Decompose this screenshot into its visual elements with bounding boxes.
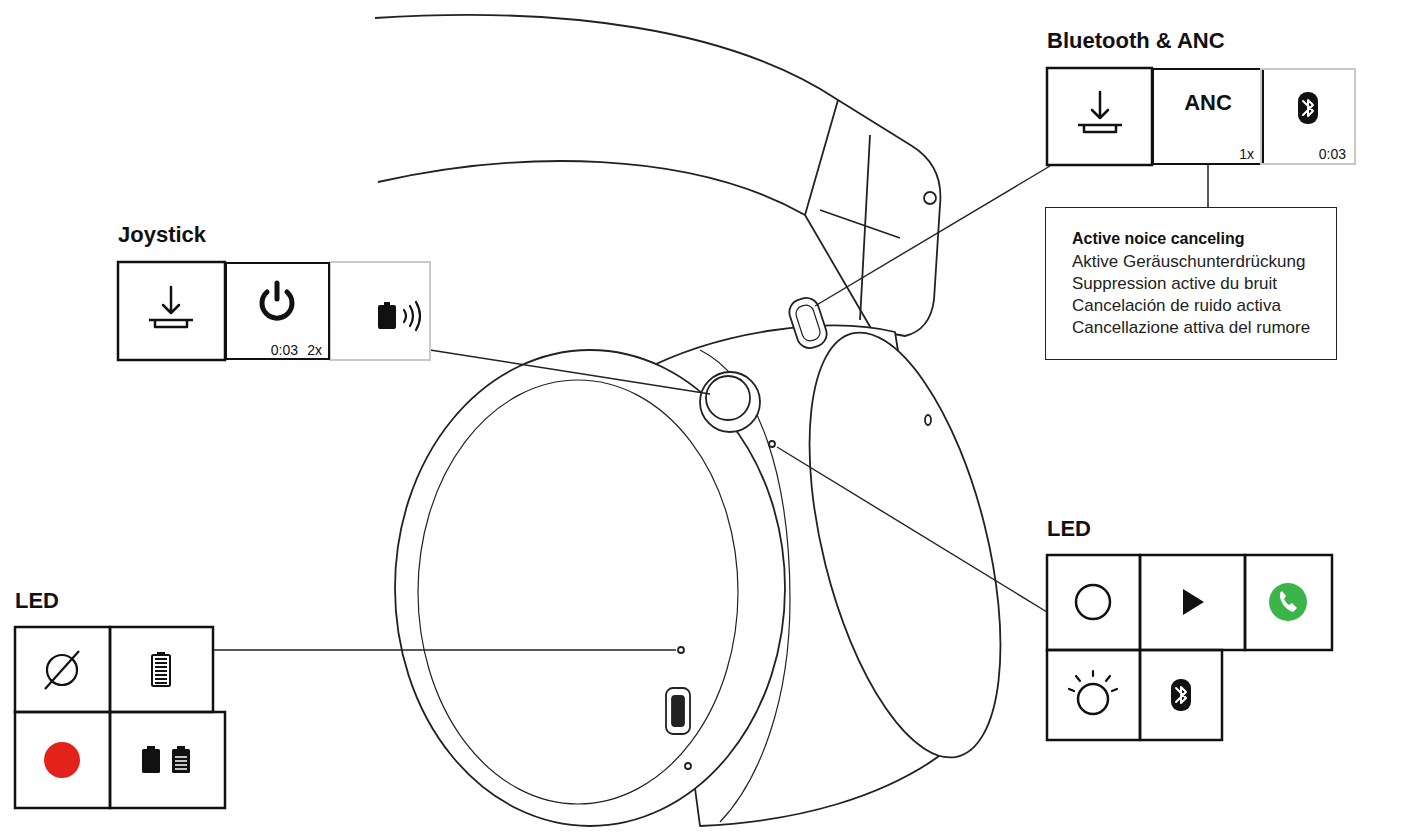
leader-lines	[213, 166, 1050, 650]
play-icon	[1183, 589, 1204, 615]
power-icon	[262, 283, 292, 318]
box-heading: Active noice canceling	[1072, 228, 1310, 250]
control-table: Bluetooth & ANC ANC 1x 0:03	[1047, 28, 1356, 165]
battery-full-icon	[152, 652, 170, 686]
table-cell	[1047, 650, 1140, 740]
table-cell	[1047, 68, 1152, 165]
translation-line: Suppression active du bruit	[1072, 273, 1310, 295]
leader-line	[430, 350, 710, 394]
shell-edge	[700, 350, 790, 822]
timing-label: 0:03	[1319, 146, 1346, 162]
table-cell	[110, 712, 225, 808]
cup-mark	[925, 415, 931, 425]
translation-line: Cancelación de ruido activa	[1072, 295, 1310, 317]
joystick-outer	[700, 372, 760, 432]
control-table: LED	[15, 588, 225, 808]
joystick-inner	[706, 376, 750, 420]
download-icon	[149, 287, 193, 327]
table-cell	[110, 627, 213, 712]
led-blink-icon	[1069, 671, 1117, 714]
table-cell	[1047, 555, 1140, 650]
translation-line: Aktive Geräuschunterdrückung	[1072, 251, 1310, 273]
table-cell: ANC 1x	[1152, 68, 1264, 165]
anc-button	[786, 295, 830, 352]
table-heading: LED	[1047, 516, 1091, 542]
usb-port	[666, 688, 690, 734]
table-heading: LED	[15, 588, 59, 614]
table-cell	[1140, 555, 1245, 650]
red-led-icon	[44, 742, 80, 778]
table-cell	[118, 262, 225, 360]
usb-port-inner	[672, 696, 684, 726]
table-grid	[15, 68, 1332, 808]
translation-line: Cancellazione attiva del rumore	[1072, 317, 1310, 339]
table-heading: Joystick	[118, 222, 206, 248]
phone-icon	[1269, 583, 1307, 621]
ear-cushion	[395, 350, 785, 826]
leader-line	[213, 649, 676, 650]
headband-outer	[375, 15, 838, 100]
icons	[44, 92, 1318, 778]
led-dot	[678, 647, 684, 653]
table-cell	[330, 262, 430, 360]
bluetooth-icon	[1298, 92, 1318, 124]
bluetooth-icon	[1171, 679, 1191, 711]
table-cell: 0:03 2x	[225, 262, 330, 360]
leader-line	[777, 447, 1047, 612]
description-box: Active noice cancelingAktive Geräuschunt…	[1045, 207, 1337, 360]
mode-label: ANC	[1154, 90, 1262, 116]
headband-inner	[378, 161, 805, 215]
battery-sound-icon	[378, 302, 420, 330]
table-heading: Bluetooth & ANC	[1047, 28, 1225, 54]
anc-button-inner	[794, 303, 822, 343]
led-dot	[769, 441, 775, 447]
table-cell	[1140, 650, 1222, 740]
table-cell	[15, 627, 110, 712]
table-cell	[1245, 555, 1332, 650]
cushion-inner	[418, 380, 738, 804]
hinge-screw	[924, 192, 936, 204]
yoke-line	[820, 135, 900, 320]
icon-label: %	[349, 298, 365, 308]
download-icon	[1078, 92, 1122, 132]
cup-face	[773, 314, 1038, 777]
timing-label: 1x	[1239, 146, 1254, 162]
control-table: Joystick 0:03 2x	[118, 222, 430, 360]
leader-line	[815, 166, 1050, 306]
mic-dot	[685, 763, 691, 769]
timing-label: 0:03	[271, 342, 298, 358]
no-light-icon	[45, 651, 79, 689]
timing-label: 2x	[307, 342, 322, 358]
table-cell: 0:03	[1260, 68, 1356, 165]
battery-charging-icon	[142, 746, 190, 773]
led-off-icon	[1076, 585, 1110, 619]
connector-line	[1207, 165, 1209, 207]
headphone-drawing	[375, 15, 1037, 826]
table-cell	[15, 712, 110, 808]
control-table: LED	[1047, 516, 1332, 740]
